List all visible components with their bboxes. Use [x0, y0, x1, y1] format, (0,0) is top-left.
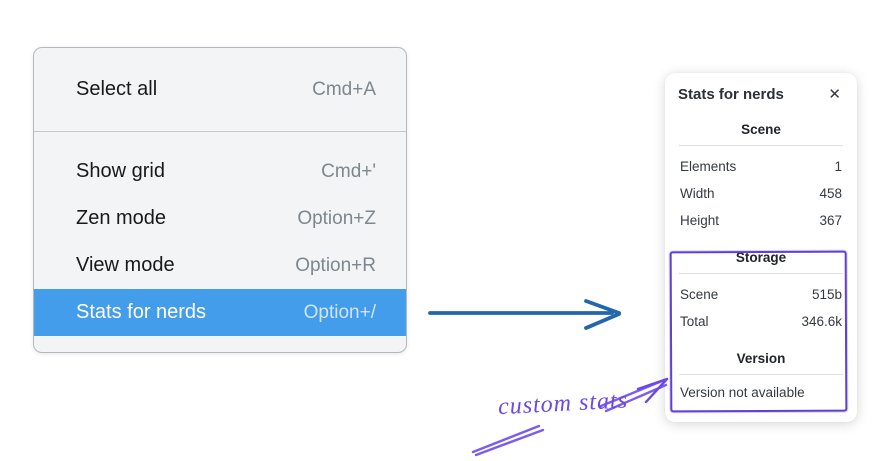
- stat-label: Total: [680, 314, 709, 329]
- menu-item-select-all[interactable]: Select all Cmd+A: [34, 66, 406, 113]
- menu-item-shortcut: Cmd+': [321, 160, 376, 182]
- stat-row-width: Width 458: [678, 180, 844, 207]
- menu-item-shortcut: Option+Z: [297, 207, 376, 229]
- stat-row-height: Height 367: [678, 207, 844, 234]
- section-rule: [679, 374, 843, 375]
- section-heading: Scene: [741, 122, 781, 137]
- section-rule: [679, 145, 843, 146]
- menu-item-label: Select all: [76, 78, 158, 100]
- menu-item-label: Zen mode: [76, 207, 167, 229]
- context-menu: Select all Cmd+A Show grid Cmd+' Zen mod…: [33, 47, 407, 353]
- stat-value: 346.6k: [801, 314, 842, 329]
- stat-value: 458: [819, 186, 842, 201]
- annotation-arrow: [471, 377, 669, 457]
- stat-label: Width: [680, 186, 715, 201]
- stat-row-total-storage: Total 346.6k: [678, 308, 844, 335]
- annotation-text: custom stats: [497, 387, 629, 421]
- stat-row-scene-storage: Scene 515b: [678, 281, 844, 308]
- stats-section-storage: Storage Scene 515b Total 346.6k: [678, 250, 844, 335]
- stat-label: Scene: [680, 287, 719, 302]
- stat-value: 367: [819, 213, 842, 228]
- close-icon: ✕: [828, 86, 841, 103]
- menu-item-view-mode[interactable]: View mode Option+R: [34, 242, 406, 289]
- menu-item-shortcut: Option+/: [303, 301, 376, 323]
- stat-value: 515b: [811, 287, 842, 302]
- close-button[interactable]: ✕: [825, 85, 844, 104]
- stats-section-version: Version Version not available: [678, 351, 844, 400]
- menu-section-bottom: Show grid Cmd+' Zen mode Option+Z View m…: [34, 132, 406, 352]
- menu-item-zen-mode[interactable]: Zen mode Option+Z: [34, 195, 406, 242]
- stats-panel: Stats for nerds ✕ Scene Elements 1 Width…: [665, 73, 857, 422]
- stat-value: 1: [834, 159, 842, 174]
- menu-divider: [34, 131, 406, 132]
- menu-section-top: Select all Cmd+A: [34, 48, 406, 131]
- menu-item-label: View mode: [76, 254, 175, 276]
- stat-label: Elements: [680, 159, 737, 174]
- section-rule: [679, 273, 843, 274]
- section-heading: Version: [736, 351, 786, 366]
- stats-panel-header: Stats for nerds ✕: [678, 85, 844, 104]
- stats-section-scene: Scene Elements 1 Width 458 Height 367: [678, 122, 844, 234]
- menu-item-shortcut: Option+R: [295, 254, 376, 276]
- menu-item-stats-for-nerds[interactable]: Stats for nerds Option+/: [34, 289, 406, 336]
- version-note: Version not available: [680, 385, 805, 400]
- stat-label: Height: [680, 213, 720, 228]
- menu-item-shortcut: Cmd+A: [312, 78, 376, 100]
- menu-item-show-grid[interactable]: Show grid Cmd+': [34, 148, 406, 195]
- stats-panel-title: Stats for nerds: [678, 86, 784, 103]
- flow-arrow: [428, 299, 621, 330]
- menu-item-label: Stats for nerds: [76, 301, 207, 323]
- section-heading: Storage: [735, 250, 787, 265]
- stat-row-elements: Elements 1: [678, 153, 844, 180]
- menu-item-label: Show grid: [76, 160, 165, 182]
